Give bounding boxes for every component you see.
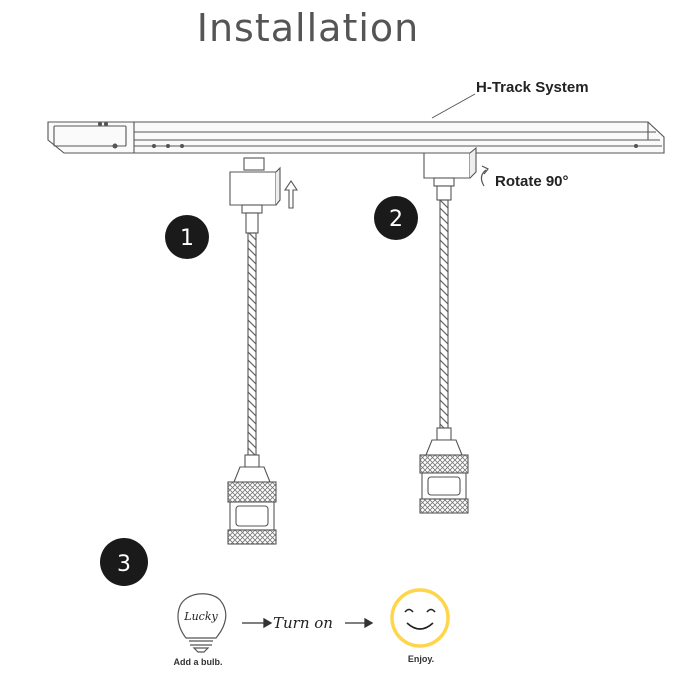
rotate-label: Rotate 90°	[495, 173, 569, 190]
track-label-leader	[431, 93, 476, 119]
svg-text:3: 3	[117, 552, 131, 577]
smiley-icon	[390, 588, 450, 648]
enjoy-caption: Enjoy.	[408, 654, 434, 664]
svg-text:1: 1	[180, 226, 194, 251]
rotate-arrow-icon	[480, 165, 489, 187]
pendant-step-1	[227, 157, 281, 545]
step-badge-3: 3	[100, 538, 148, 586]
track-label: H-Track System	[476, 79, 589, 96]
right-arrow-icon-2	[345, 617, 374, 629]
step-badge-1: 1	[165, 215, 209, 259]
light-bulb-icon	[177, 593, 227, 653]
step-badge-2: 2	[374, 196, 418, 240]
pendant-step-2	[419, 146, 477, 514]
up-arrow-icon	[283, 180, 299, 209]
page-title: Installation	[196, 6, 420, 50]
h-track-rail	[47, 121, 665, 154]
turn-on-label: Turn on	[273, 614, 333, 632]
bulb-text: Lucky	[183, 610, 218, 623]
svg-text:2: 2	[389, 207, 403, 232]
bulb-caption: Add a bulb.	[174, 657, 223, 667]
right-arrow-icon	[242, 617, 273, 629]
